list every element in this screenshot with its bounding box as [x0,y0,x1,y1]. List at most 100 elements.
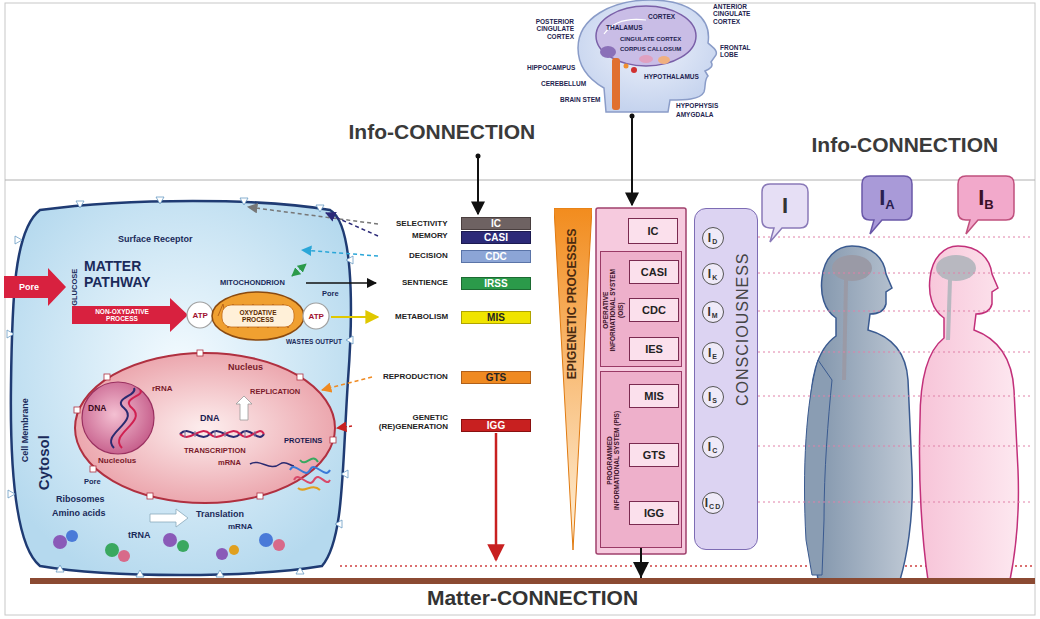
node-text: CASI [641,267,667,278]
function-arrows [248,207,378,224]
pathway-heading: MATTER PATHWAY [84,258,164,290]
label-text: Info-CONNECTION [812,133,999,156]
process-tag: IRSS [461,277,531,290]
function-arrows [302,250,378,256]
system-section: PROGRAMMED INFORMATIONAL SYSTEM (PIS)MIS… [600,371,682,548]
molecule-label: ATP [193,311,208,320]
brain-part-label: HYPOTHALAMUS [644,73,699,80]
person-silhouette [936,255,976,281]
person-silhouette [805,246,1019,580]
label-text: MATTER PATHWAY [84,258,151,290]
cell-part-label: Surface Receptor [118,234,193,244]
consciousness-column: CONSCIOUSNESSIDIKIMIEISICICD [694,208,758,550]
bubble-outline [862,176,912,234]
label-text: HYPOTHALAMUS [644,73,699,80]
consciousness-levels [758,352,1030,353]
process-tag: GTS [461,371,531,384]
node-text: S [712,397,718,404]
label-text: ANTERIOR CINGULATE CORTEX [713,3,750,25]
label-text: Translation [196,509,244,519]
section-heading: Info-CONNECTION [349,120,536,144]
label-text: POSTERIOR CINGULATE CORTEX [536,18,574,40]
consciousness-circle: IM [702,301,724,323]
node-text: I [708,268,712,280]
speech-bubble: I [762,184,808,228]
surface-receptor [296,567,304,574]
label-text: SENTIENCE [402,278,448,287]
brain-head [624,64,629,69]
bubble-outline [762,184,808,242]
label-text: Pore [19,282,39,292]
label-text: HYPOPHYSIS [676,102,718,109]
label-text: MEMORY [412,231,448,240]
node-text: I [782,195,788,217]
bubble-outline [958,176,1014,234]
consciousness-levels [758,502,1030,503]
nuclear-pore [197,350,203,356]
vertical-text: EPIGENETIC PROCESSES [566,216,580,392]
translation-arrow [150,509,188,527]
label-text: METABOLISM [395,312,448,321]
function-label: SENTIENCE [402,278,448,287]
node-text: I [705,497,709,509]
process-label: TRANSCRIPTION [184,447,246,456]
nucleus [215,430,216,438]
person-silhouette [805,360,833,575]
ribosome [105,543,119,557]
label-text: tRNA [128,530,151,540]
node-text: C [712,447,718,454]
atp-circle [187,302,213,328]
process-tag: CDC [461,250,531,263]
consciousness-circle: IE [702,342,724,364]
label-text: HIPPOCAMPUS [527,64,575,71]
label-text: THALAMUS [606,24,642,31]
label-text: rRNA [152,384,172,393]
nucleus [195,431,196,437]
function-arrows [292,264,306,276]
protein [290,467,330,473]
nuclear-pore [74,407,80,413]
ribosome [66,530,78,542]
node-text: GTS [643,450,666,461]
ribosome [53,535,67,549]
surface-receptor [316,205,324,212]
brain-head [612,58,620,110]
brain-head [604,19,646,34]
node-text: I [708,391,712,403]
nucleus [119,390,141,448]
vertical-text: OPERATIVE INFORMATIONAL SYSTEM (OIS) [602,264,624,356]
function-arrows [326,213,378,236]
function-label: MEMORY [412,231,448,240]
system-section: OPERATIVE INFORMATIONAL SYSTEM (OIS) CASI… [600,251,682,367]
frame [5,3,1035,615]
system-box: IES [629,337,679,361]
molecule-label: tRNA [128,530,151,540]
label-text: ATP [309,312,324,321]
nuclear-pore [90,466,96,472]
node-text: IC [648,226,659,237]
info-arrows [631,116,633,205]
function-label: REPRODUCTION [383,372,448,381]
node-text: E [712,353,718,360]
label-text: OXYDATIVE PROCESS [239,309,276,323]
cell-part-label: Pore [84,478,101,487]
non-oxidative-arrow [72,298,188,332]
brain-part-label: CINGULATE CORTEX [620,36,681,43]
brain-head [658,56,670,64]
surface-receptor [7,330,14,338]
label-text: GLUCOSE [70,268,79,305]
surface-receptor [156,197,164,204]
node-text: I [879,187,885,209]
label-text: Cytosol [34,435,51,490]
person-silhouette [919,246,1018,580]
function-arrows [322,377,372,390]
surface-receptor [240,198,248,205]
label-text: SELECTIVITY [396,219,448,228]
label-text: REPLICATION [250,387,300,396]
brain-part-label: CORTEX [648,13,675,20]
surface-receptor [8,490,15,498]
node-text: I [708,441,712,453]
atp-circle [303,303,329,329]
label-text: Pore [322,289,339,298]
